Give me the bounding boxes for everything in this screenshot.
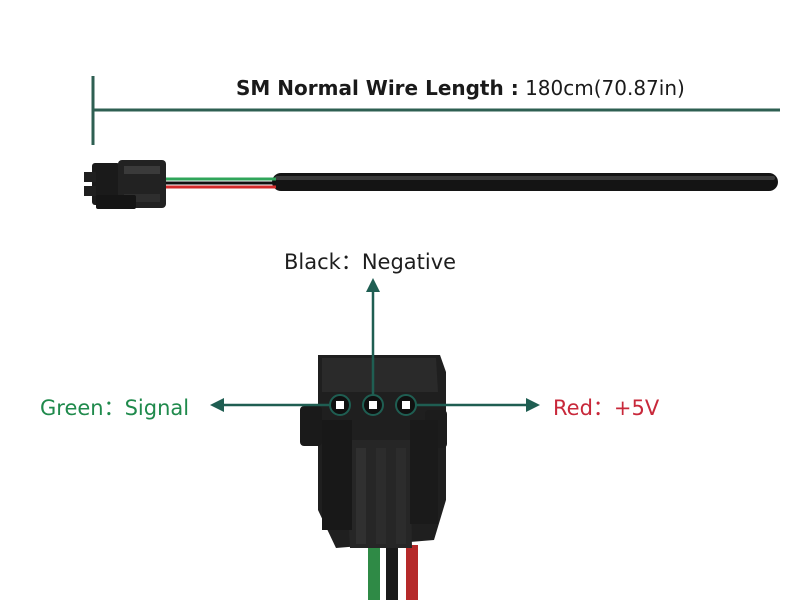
green-lead [368, 545, 380, 600]
red-pin-label: Red：+5V [553, 396, 660, 420]
pointer-arrows [210, 278, 540, 412]
black-pin-label: Black：Negative [284, 250, 457, 274]
wire-length-label: SM Normal Wire Length : 180cm(70.87in) [236, 76, 685, 100]
black-lead [386, 545, 398, 600]
wire-length-value: 180cm(70.87in) [525, 76, 685, 100]
wire-length-title: SM Normal Wire Length : [236, 76, 519, 100]
cable-photo [84, 160, 778, 209]
pin-openings [329, 394, 417, 416]
red-lead [406, 545, 418, 600]
large-connector [300, 355, 447, 600]
small-connector [84, 160, 166, 209]
green-pin-label: Green：Signal [40, 396, 190, 420]
cable-sheath [272, 173, 778, 191]
length-dimension [91, 76, 780, 145]
